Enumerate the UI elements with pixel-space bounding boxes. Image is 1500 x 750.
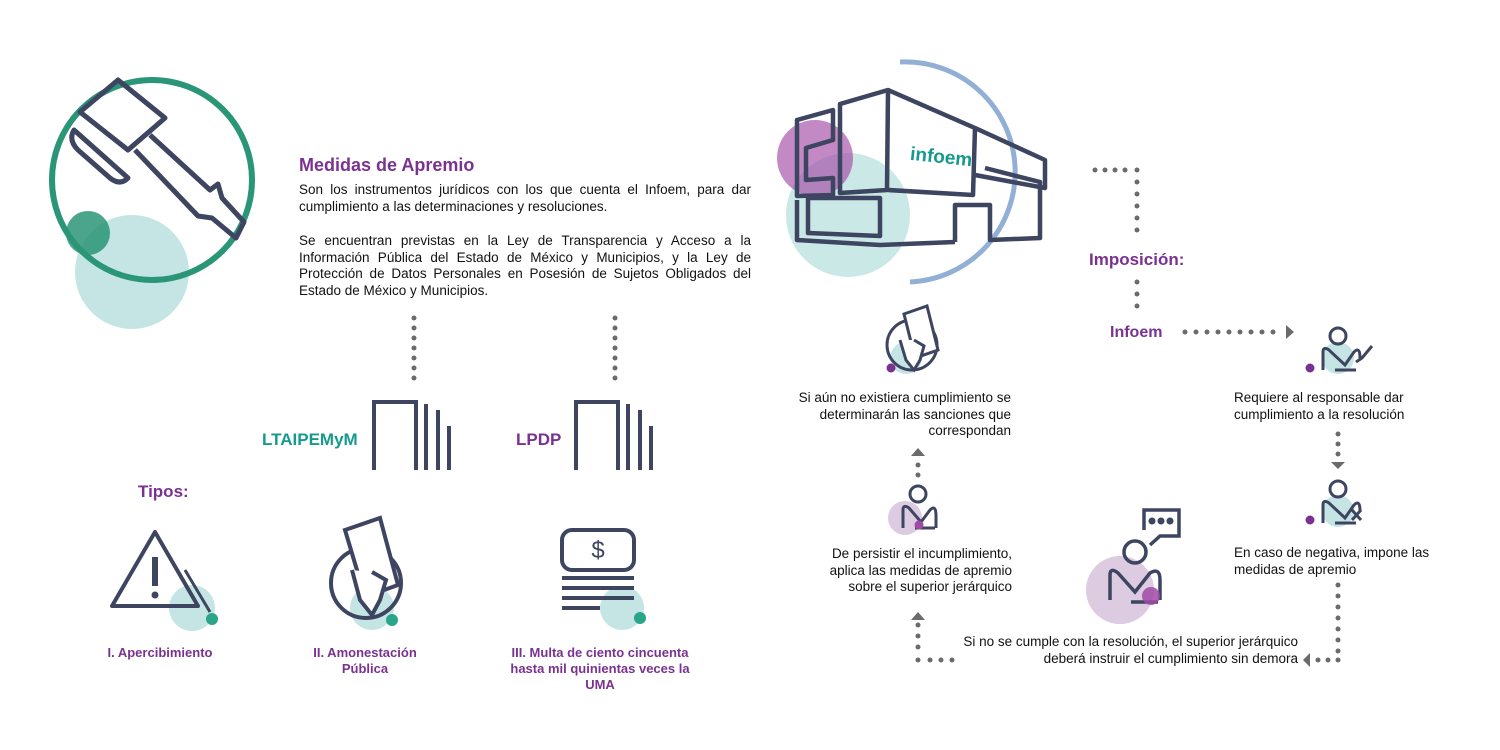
money-stack-icon: $ xyxy=(560,528,646,630)
imposicion-label: Imposición: xyxy=(1089,250,1185,269)
tipo-apercibimiento-label: I. Apercibimiento xyxy=(107,645,213,660)
step-persistir: De persistir el incumplimiento, aplica l… xyxy=(829,546,1012,594)
intro-paragraph-1: Son los instrumentos jurídicos con los q… xyxy=(299,182,751,214)
law-books-icon xyxy=(372,400,653,470)
svg-text:$: $ xyxy=(591,537,604,564)
card-hand-icon xyxy=(329,515,403,630)
building-icon xyxy=(777,59,1048,285)
flow-connectors xyxy=(911,167,1345,667)
intro-paragraph-2: Se encuentran previstas en la Ley de Tra… xyxy=(299,233,751,298)
infoem-label: Infoem xyxy=(1110,324,1163,341)
tipo-multa-label: III. Multa de ciento cincuenta hasta mil… xyxy=(510,645,690,692)
dotted-line-icon xyxy=(411,315,618,381)
step-superior-instruir: Si no se cumple con la resolución, el su… xyxy=(963,634,1298,666)
card-hand-icon xyxy=(885,304,940,374)
person-icon xyxy=(888,484,938,535)
gavel-icon xyxy=(49,77,255,329)
step-requiere: Requiere al responsable dar cumplimiento… xyxy=(1234,390,1405,422)
step-negativa: En caso de negativa, impone las medidas … xyxy=(1234,545,1430,577)
tipo-amonestacion-label: II. Amonestación Pública xyxy=(313,645,417,676)
person-check-icon xyxy=(1305,326,1374,374)
tipos-title: Tipos: xyxy=(138,482,189,501)
law-label-ltaipemym: LTAIPEMyM xyxy=(262,430,358,449)
warning-icon xyxy=(110,530,218,631)
person-x-icon xyxy=(1305,479,1363,527)
person-speech-icon xyxy=(1086,508,1181,624)
step-sanciones: Si aún no existiera cumplimiento se dete… xyxy=(798,390,1011,438)
intro-title: Medidas de Apremio xyxy=(299,155,475,175)
law-label-lpdp: LPDP xyxy=(516,430,562,449)
